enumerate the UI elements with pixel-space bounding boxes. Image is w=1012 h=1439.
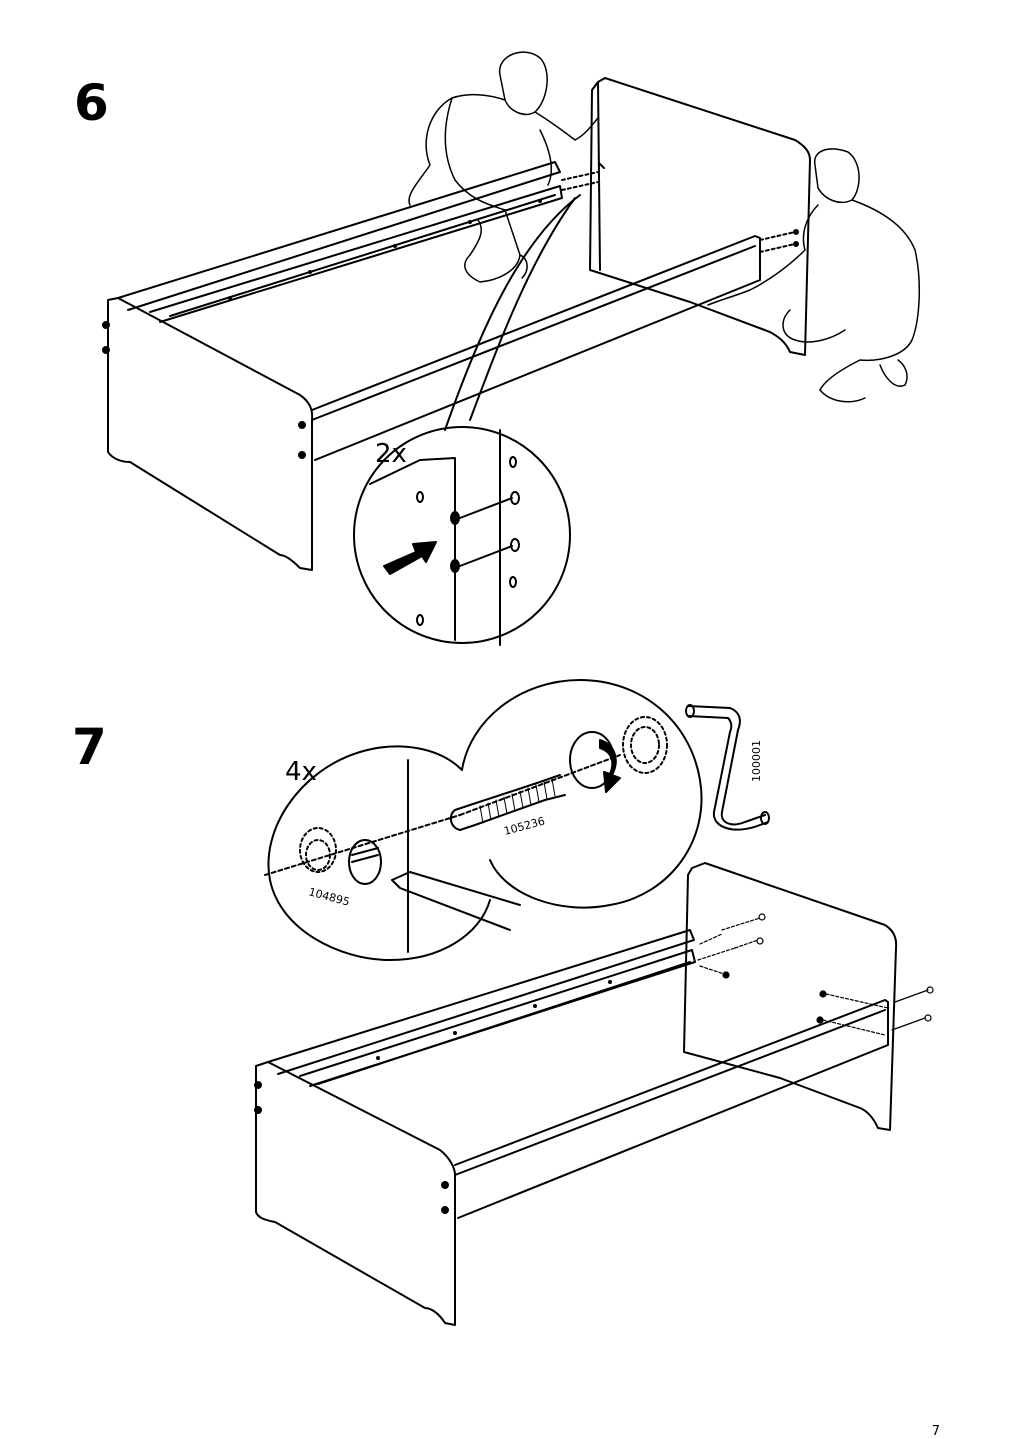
step-7-quantity: 4x [285, 757, 317, 787]
person-left [408, 51, 599, 283]
allen-key-icon [685, 704, 770, 831]
screwdriver-icon [391, 871, 521, 931]
bolt-part-number: 105236 [502, 814, 546, 837]
step-7-illustration: 104895 105236 4x [254, 679, 934, 1326]
allen-key-part-number: 100001 [750, 740, 763, 782]
cam-nut-part-number: 104895 [307, 885, 351, 908]
bolt-105236 [449, 774, 566, 831]
detail-callout-step6: 2x [353, 426, 571, 646]
step-6-number: 6 [74, 74, 109, 132]
bed-frame-step6 [102, 77, 811, 571]
arrow-right-icon [383, 541, 437, 575]
bed-frame-step7 [254, 862, 934, 1326]
step-6-illustration: 2x [102, 51, 921, 646]
step-6-quantity: 2x [375, 439, 407, 469]
detail-callout-step7: 104895 105236 4x [264, 679, 703, 961]
step-7-number: 7 [72, 718, 107, 776]
person-right [707, 148, 921, 403]
rotate-arrow-icon [599, 739, 621, 793]
